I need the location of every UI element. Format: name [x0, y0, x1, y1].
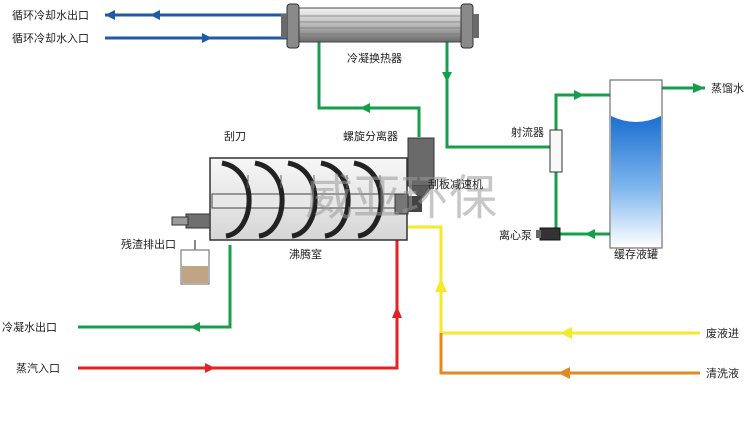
- condenser: [281, 3, 479, 49]
- residue-cup: [180, 240, 210, 285]
- waste-liquid-arrows: [435, 278, 572, 339]
- scraper-blades: [221, 160, 384, 239]
- label-cleaning-liquid: 清洗液: [706, 366, 739, 380]
- cooling-water-lines: [105, 13, 292, 40]
- label-evaporated-water: 蒸馏水: [711, 81, 744, 95]
- cleaning-liquid-arrows: [558, 367, 570, 379]
- label-buffer-tank: 缓存液罐: [614, 247, 658, 261]
- label-cooling-water-inlet: 循环冷却水入口: [12, 32, 89, 45]
- steam-lines: [78, 240, 399, 370]
- label-waste-liquid-inlet: 废液进: [706, 326, 739, 340]
- label-residue-outlet: 残渣排出口: [121, 237, 176, 251]
- centrifugal-pump: [536, 227, 561, 241]
- label-scraper: 刮刀: [224, 129, 246, 143]
- watermark: 威亚环保: [305, 170, 497, 226]
- buffer-tank: [609, 79, 663, 249]
- label-scraper-reducer: 刮板减速机: [428, 177, 483, 191]
- scraper-reducer: [394, 193, 422, 215]
- label-cooling-water-outlet: 循环冷却水出口: [12, 8, 89, 22]
- label-ejector: 射流器: [511, 125, 544, 139]
- cooling-water-arrows: [105, 10, 212, 43]
- label-spiral-separator: 螺旋分离器: [343, 129, 398, 143]
- steam-arrows: [205, 306, 402, 373]
- boiling-chamber: [171, 157, 408, 241]
- label-steam-inlet: 蒸汽入口: [16, 361, 60, 375]
- label-boiling-chamber: 沸腾室: [289, 247, 322, 261]
- label-centrifugal-pump: 离心泵: [499, 228, 532, 242]
- cleaning-liquid-lines: [439, 333, 700, 375]
- condensate-arrows: [190, 72, 705, 332]
- spiral-separator: [407, 137, 435, 200]
- label-condensate-outlet: 冷凝水出口: [2, 320, 57, 334]
- ejector: [549, 129, 563, 173]
- label-condenser: 冷凝换热器: [347, 51, 402, 65]
